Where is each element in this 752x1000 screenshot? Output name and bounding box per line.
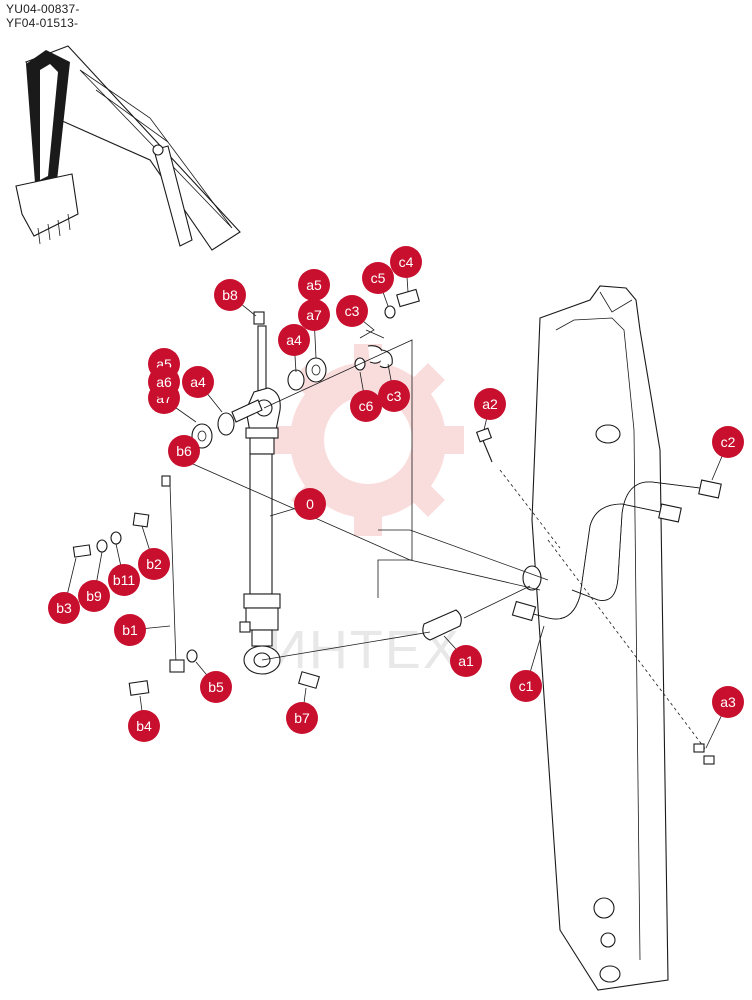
svg-text:a1: a1 [458, 653, 474, 669]
callout-0[interactable]: 0 [294, 488, 326, 520]
inset-excavator-thumbnail [15, 45, 241, 251]
svg-text:b1: b1 [122, 622, 138, 638]
svg-text:c4: c4 [399, 254, 414, 270]
model-code-line-2: YF04-01513- [6, 16, 79, 30]
callout-c3-top[interactable]: c3 [336, 295, 368, 327]
callout-b2[interactable]: b2 [138, 548, 170, 580]
callout-a6[interactable]: a6 [148, 366, 180, 398]
callout-b4[interactable]: b4 [128, 710, 160, 742]
svg-text:b4: b4 [136, 718, 152, 734]
callout-b7[interactable]: b7 [286, 702, 318, 734]
callout-a7[interactable]: a7 [298, 299, 330, 331]
callout-c6[interactable]: c6 [350, 390, 382, 422]
svg-text:b9: b9 [86, 588, 102, 604]
callout-a5[interactable]: a5 [298, 269, 330, 301]
dipper-arm [499, 285, 707, 991]
callout-a1[interactable]: a1 [450, 645, 482, 677]
callout-b3[interactable]: b3 [48, 592, 80, 624]
svg-text:a4: a4 [286, 332, 302, 348]
svg-text:a5: a5 [306, 277, 322, 293]
svg-text:b8: b8 [222, 287, 238, 303]
callout-c2[interactable]: c2 [712, 426, 744, 458]
callout-a4-right[interactable]: a4 [278, 324, 310, 356]
hydraulic-hoses [511, 479, 722, 622]
callout-b1[interactable]: b1 [114, 614, 146, 646]
callout-b8[interactable]: b8 [214, 279, 246, 311]
svg-text:b6: b6 [176, 443, 192, 459]
svg-text:c3: c3 [387, 388, 402, 404]
svg-text:c6: c6 [359, 398, 374, 414]
callout-b9[interactable]: b9 [78, 580, 110, 612]
svg-text:a4: a4 [190, 374, 206, 390]
callout-c3-bottom[interactable]: c3 [378, 380, 410, 412]
callout-c5[interactable]: c5 [362, 262, 394, 294]
svg-text:b5: b5 [208, 679, 224, 695]
callout-c1[interactable]: c1 [510, 670, 542, 702]
svg-text:b7: b7 [294, 710, 310, 726]
svg-text:a6: a6 [156, 374, 172, 390]
callout-a4-left[interactable]: a4 [182, 366, 214, 398]
svg-text:c5: c5 [371, 270, 386, 286]
hydraulic-cylinder [239, 325, 281, 675]
svg-text:a2: a2 [482, 396, 498, 412]
callout-b11[interactable]: b11 [108, 564, 140, 596]
svg-text:a3: a3 [720, 694, 736, 710]
svg-text:c2: c2 [721, 434, 736, 450]
svg-text:0: 0 [306, 496, 314, 512]
svg-text:c3: c3 [345, 303, 360, 319]
svg-text:b11: b11 [113, 572, 136, 588]
model-code-line-1: YU04-00837- [6, 2, 80, 16]
svg-text:b3: b3 [56, 600, 72, 616]
callout-b6[interactable]: b6 [168, 435, 200, 467]
svg-text:a7: a7 [306, 307, 322, 323]
callout-c4[interactable]: c4 [390, 246, 422, 278]
callout-b5[interactable]: b5 [200, 671, 232, 703]
callout-a2[interactable]: a2 [474, 388, 506, 420]
callout-a3[interactable]: a3 [712, 686, 744, 718]
svg-text:c1: c1 [519, 678, 534, 694]
svg-text:b2: b2 [146, 556, 162, 572]
